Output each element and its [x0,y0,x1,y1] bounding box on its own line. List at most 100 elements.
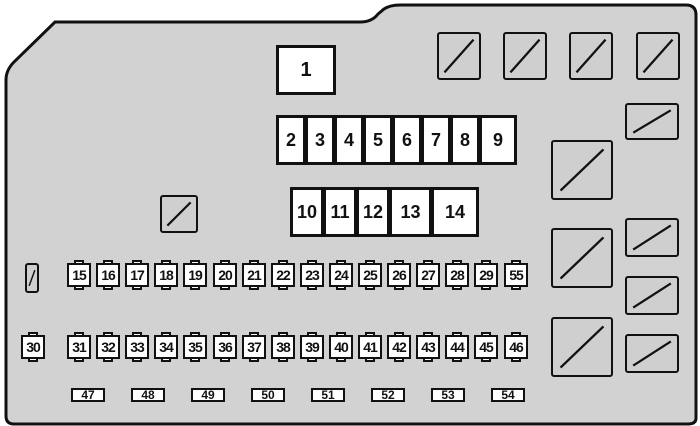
fuse-41-bottom-tab [365,357,375,362]
fuse-6: 6 [392,115,422,165]
fuse-48: 48 [131,388,165,402]
fuse-44-top-tab [452,332,462,337]
relay-large-3 [551,317,613,377]
fuse-18-top-tab [161,260,171,265]
fuse-10: 10 [290,187,324,237]
relay-top-3 [569,32,613,80]
fuse-47: 47 [71,388,105,402]
fuse-23-bottom-tab [307,285,317,290]
fuse-8: 8 [450,115,480,165]
fuse-34: 34 [154,335,178,359]
fuse-44-bottom-tab [452,357,462,362]
fuse-21-bottom-tab [249,285,259,290]
fuse-43: 43 [416,335,440,359]
fuse-24-top-tab [336,260,346,265]
fuse-17: 17 [125,263,149,287]
relay-right-small-1 [625,103,679,140]
fuse-16-top-tab [103,260,113,265]
relay-top-4 [636,32,680,80]
fuse-32-bottom-tab [103,357,113,362]
fuse-27-bottom-tab [423,285,433,290]
fuse-36-top-tab [220,332,230,337]
fuse-15: 15 [67,263,91,287]
fuse-45: 45 [474,335,498,359]
fuse-11: 11 [323,187,357,237]
fuse-20-bottom-tab [220,285,230,290]
fuse-41-top-tab [365,332,375,337]
fuse-16-bottom-tab [103,285,113,290]
fuse-28: 28 [445,263,469,287]
fuse-20-top-tab [220,260,230,265]
fuse-31-top-tab [74,332,84,337]
fuse-16: 16 [96,263,120,287]
fuse-35: 35 [183,335,207,359]
relay-large-1 [551,140,613,200]
fuse-38: 38 [271,335,295,359]
fuse-27-top-tab [423,260,433,265]
fuse-29-bottom-tab [481,285,491,290]
fuse-13: 13 [389,187,432,237]
fuse-35-top-tab [190,332,200,337]
fuse-28-bottom-tab [452,285,462,290]
fuse-37: 37 [242,335,266,359]
fuse-42-bottom-tab [394,357,404,362]
fuse-20: 20 [213,263,237,287]
fuse-18-bottom-tab [161,285,171,290]
fuse-36: 36 [213,335,237,359]
relay-right-small-3 [625,276,679,315]
fuse-34-bottom-tab [161,357,171,362]
fuse-29-top-tab [481,260,491,265]
fuse-30-top-tab [28,332,38,337]
relay-right-small-4 [625,334,679,373]
fuse-30-bottom-tab [28,357,38,362]
fuse-31-bottom-tab [74,357,84,362]
fuse-41: 41 [358,335,382,359]
fuse-46-top-tab [511,332,521,337]
fuse-34-top-tab [161,332,171,337]
fuse-28-top-tab [452,260,462,265]
fuse-33-bottom-tab [132,357,142,362]
fuse-14: 14 [431,187,479,237]
fuse-21-top-tab [249,260,259,265]
fuse-4: 4 [334,115,364,165]
fuse-15-top-tab [74,260,84,265]
fuse-19: 19 [183,263,207,287]
fuse-40-bottom-tab [336,357,346,362]
fuse-49: 49 [191,388,225,402]
fuse-46: 46 [504,335,528,359]
fuse-2: 2 [276,115,306,165]
fuse-25-bottom-tab [365,285,375,290]
fuse-26: 26 [387,263,411,287]
fuse-25: 25 [358,263,382,287]
fuse-39-bottom-tab [307,357,317,362]
fuse-53: 53 [431,388,465,402]
fuse-7: 7 [421,115,451,165]
fuse-21: 21 [242,263,266,287]
fuse-54: 54 [491,388,525,402]
fuse-23-top-tab [307,260,317,265]
relay-top-1 [437,32,481,80]
fuse-40-top-tab [336,332,346,337]
fuse-24: 24 [329,263,353,287]
fuse-43-bottom-tab [423,357,433,362]
relay-center-small [160,195,198,233]
fuse-45-bottom-tab [481,357,491,362]
fuse-27: 27 [416,263,440,287]
fuse-40: 40 [329,335,353,359]
fuse-42-top-tab [394,332,404,337]
fuse-18: 18 [154,263,178,287]
fuse-39-top-tab [307,332,317,337]
fuse-33-top-tab [132,332,142,337]
fuse-45-top-tab [481,332,491,337]
fuse-19-bottom-tab [190,285,200,290]
fuse-1: 1 [276,45,336,95]
fuse-55: 55 [504,263,528,287]
fuse-31: 31 [67,335,91,359]
fuse-26-top-tab [394,260,404,265]
fuse-38-bottom-tab [278,357,288,362]
relay-left-narrow [25,263,39,293]
relay-right-small-2 [625,218,679,257]
fuse-55-top-tab [511,260,521,265]
fuse-42: 42 [387,335,411,359]
